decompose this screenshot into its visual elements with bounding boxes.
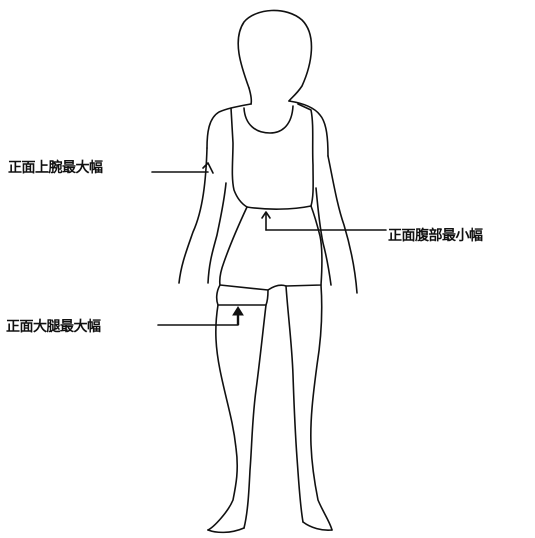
neck-left: [249, 88, 251, 104]
shorts-outline: [220, 206, 322, 290]
right-arm-inner: [316, 188, 331, 285]
left-leg-inner: [244, 305, 266, 528]
left-arm-inner: [208, 183, 226, 283]
right-arm-outer: [328, 156, 357, 293]
upper-arm-max-width-label: 正面上腕最大幅: [8, 160, 103, 176]
top-left-strap: [231, 108, 247, 207]
waist-min-width-label: 正面腹部最小幅: [388, 228, 483, 244]
top-hem: [247, 206, 311, 209]
top-right-strap: [298, 104, 313, 206]
top-neckline: [244, 106, 293, 133]
thigh-max-width-label: 正面大腿最大幅: [6, 319, 101, 335]
left-leg-outer: [208, 305, 237, 530]
right-foot: [303, 522, 332, 530]
thigh-arrow-icon: [233, 307, 243, 315]
left-foot: [208, 528, 244, 532]
right-leg-inner: [286, 286, 303, 522]
right-leg-outer: [311, 285, 332, 530]
